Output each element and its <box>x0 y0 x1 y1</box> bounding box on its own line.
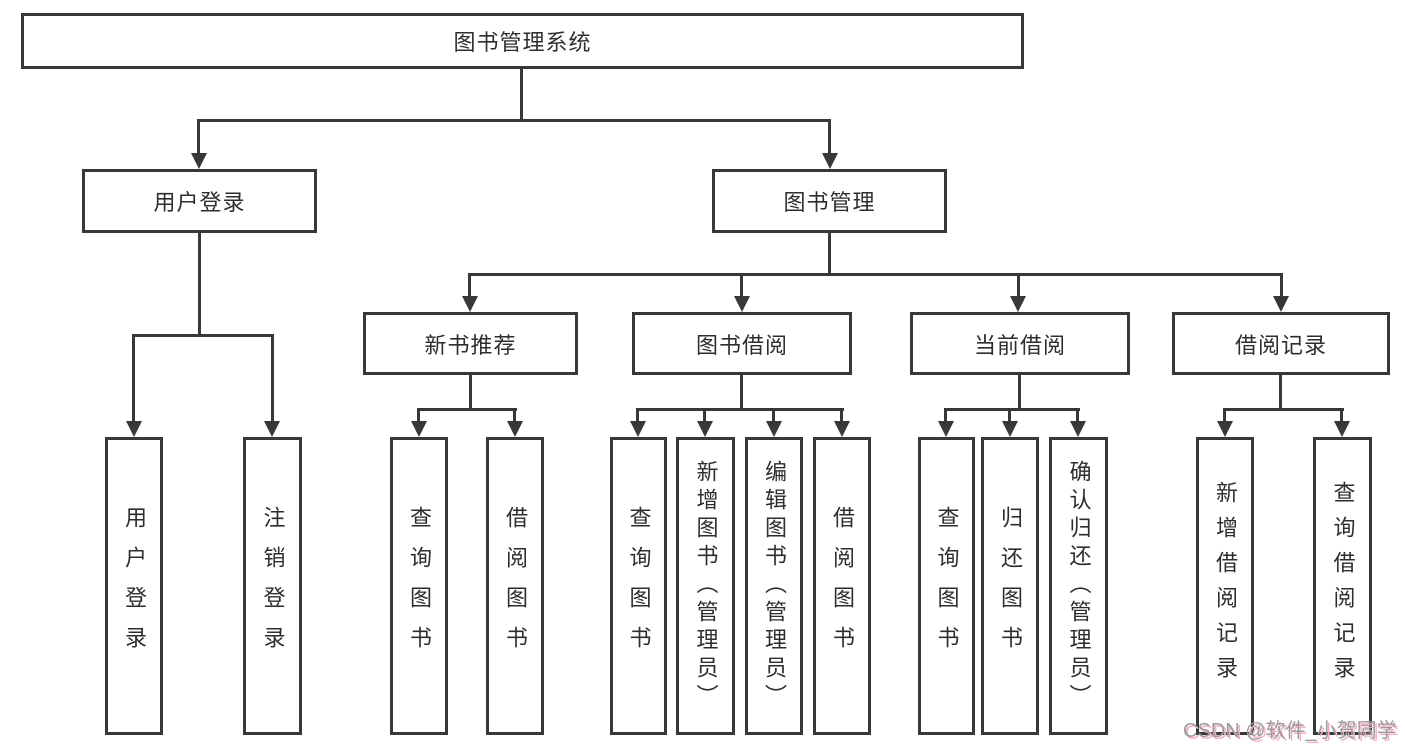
connector-newbook-rail <box>417 408 517 411</box>
leaf-borrow-books-recommend: 借阅图书 <box>486 437 544 735</box>
connector-bookmgmt-rail <box>468 273 1283 276</box>
node-borrow-records: 借阅记录 <box>1172 312 1390 375</box>
arrow-down-cb3 <box>1070 421 1086 437</box>
arrow-down-bb3 <box>766 421 782 437</box>
connector-drop-br2 <box>1340 408 1343 423</box>
connector-root-rail <box>198 119 831 122</box>
connector-drop-cb3 <box>1076 408 1079 423</box>
connector-drop-new-book <box>468 273 471 298</box>
connector-drop-bb4 <box>840 408 843 423</box>
connector-drop-borrow-records <box>1280 273 1283 298</box>
leaf-confirm-return-admin: 确认归还（管理员） <box>1049 437 1108 735</box>
leaf-query-books-recommend: 查询图书 <box>390 437 448 735</box>
arrow-down-br2 <box>1334 421 1350 437</box>
connector-drop-book-management <box>828 119 831 155</box>
arrow-down-cb2 <box>1002 421 1018 437</box>
connector-userlogin-stub <box>198 233 201 337</box>
connector-drop-bb2 <box>703 408 706 423</box>
arrow-down-borrow-records <box>1273 296 1289 312</box>
connector-drop-leaf-user-login <box>132 334 135 423</box>
node-current-borrow: 当前借阅 <box>910 312 1130 375</box>
connector-drop-cb2 <box>1008 408 1011 423</box>
connector-borrowrecords-rail <box>1223 408 1344 411</box>
arrow-down-bb4 <box>834 421 850 437</box>
arrow-down-bb1 <box>630 421 646 437</box>
node-book-borrow: 图书借阅 <box>632 312 852 375</box>
arrow-down-user-login <box>191 153 207 169</box>
connector-bookborrow-rail <box>636 408 844 411</box>
connector-drop-bb3 <box>772 408 775 423</box>
arrow-down-book-borrow <box>734 296 750 312</box>
arrow-down-cb1 <box>938 421 954 437</box>
connector-currentborrow-rail <box>944 408 1080 411</box>
leaf-logout: 注销登录 <box>243 437 302 735</box>
connector-drop-user-login <box>197 119 200 155</box>
connector-newbook-stub <box>469 375 472 411</box>
connector-currentborrow-stub <box>1018 375 1021 411</box>
connector-userlogin-rail <box>132 334 274 337</box>
connector-drop-bb1 <box>636 408 639 423</box>
node-book-management: 图书管理 <box>712 169 947 233</box>
leaf-add-book-admin: 新增图书（管理员） <box>676 437 735 735</box>
arrow-down-new-book <box>462 296 478 312</box>
connector-borrowrecords-stub <box>1279 375 1282 411</box>
node-new-book-recommend: 新书推荐 <box>363 312 578 375</box>
leaf-borrow-books-borrow: 借阅图书 <box>813 437 871 735</box>
leaf-query-books-borrow: 查询图书 <box>610 437 667 735</box>
leaf-return-book: 归还图书 <box>981 437 1039 735</box>
connector-drop-leaf-logout <box>271 334 274 423</box>
arrow-down-current-borrow <box>1010 296 1026 312</box>
connector-drop-br1 <box>1223 408 1226 423</box>
arrow-down-bb2 <box>697 421 713 437</box>
node-root: 图书管理系统 <box>21 13 1024 69</box>
arrow-down-br1 <box>1217 421 1233 437</box>
leaf-query-books-current: 查询图书 <box>918 437 975 735</box>
csdn-watermark: CSDN @软件_小贺同学 <box>1183 720 1397 742</box>
connector-drop-cb1 <box>944 408 947 423</box>
arrow-down-nb1 <box>411 421 427 437</box>
connector-drop-nb2 <box>513 408 516 423</box>
arrow-down-leaf-user-login <box>126 421 142 437</box>
leaf-query-borrow-record: 查询借阅记录 <box>1313 437 1372 735</box>
connector-drop-current-borrow <box>1017 273 1020 298</box>
connector-bookmgmt-stub <box>828 233 831 276</box>
connector-root-stub <box>520 69 523 121</box>
connector-bookborrow-stub <box>740 375 743 411</box>
leaf-user-login: 用户登录 <box>105 437 163 735</box>
connector-drop-book-borrow <box>740 273 743 298</box>
leaf-add-borrow-record: 新增借阅记录 <box>1196 437 1254 735</box>
arrow-down-nb2 <box>507 421 523 437</box>
connector-drop-nb1 <box>417 408 420 423</box>
arrow-down-leaf-logout <box>264 421 280 437</box>
arrow-down-book-management <box>822 153 838 169</box>
node-user-login: 用户登录 <box>82 169 317 233</box>
leaf-edit-book-admin: 编辑图书（管理员） <box>745 437 803 735</box>
